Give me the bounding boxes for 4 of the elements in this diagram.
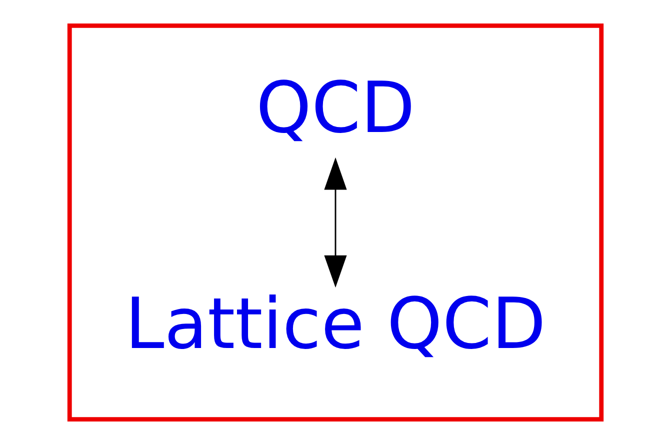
node-text: QCD [255,67,415,150]
node-text: Lattice QCD [124,282,546,365]
arrow [324,157,346,288]
cluster [66,23,604,422]
